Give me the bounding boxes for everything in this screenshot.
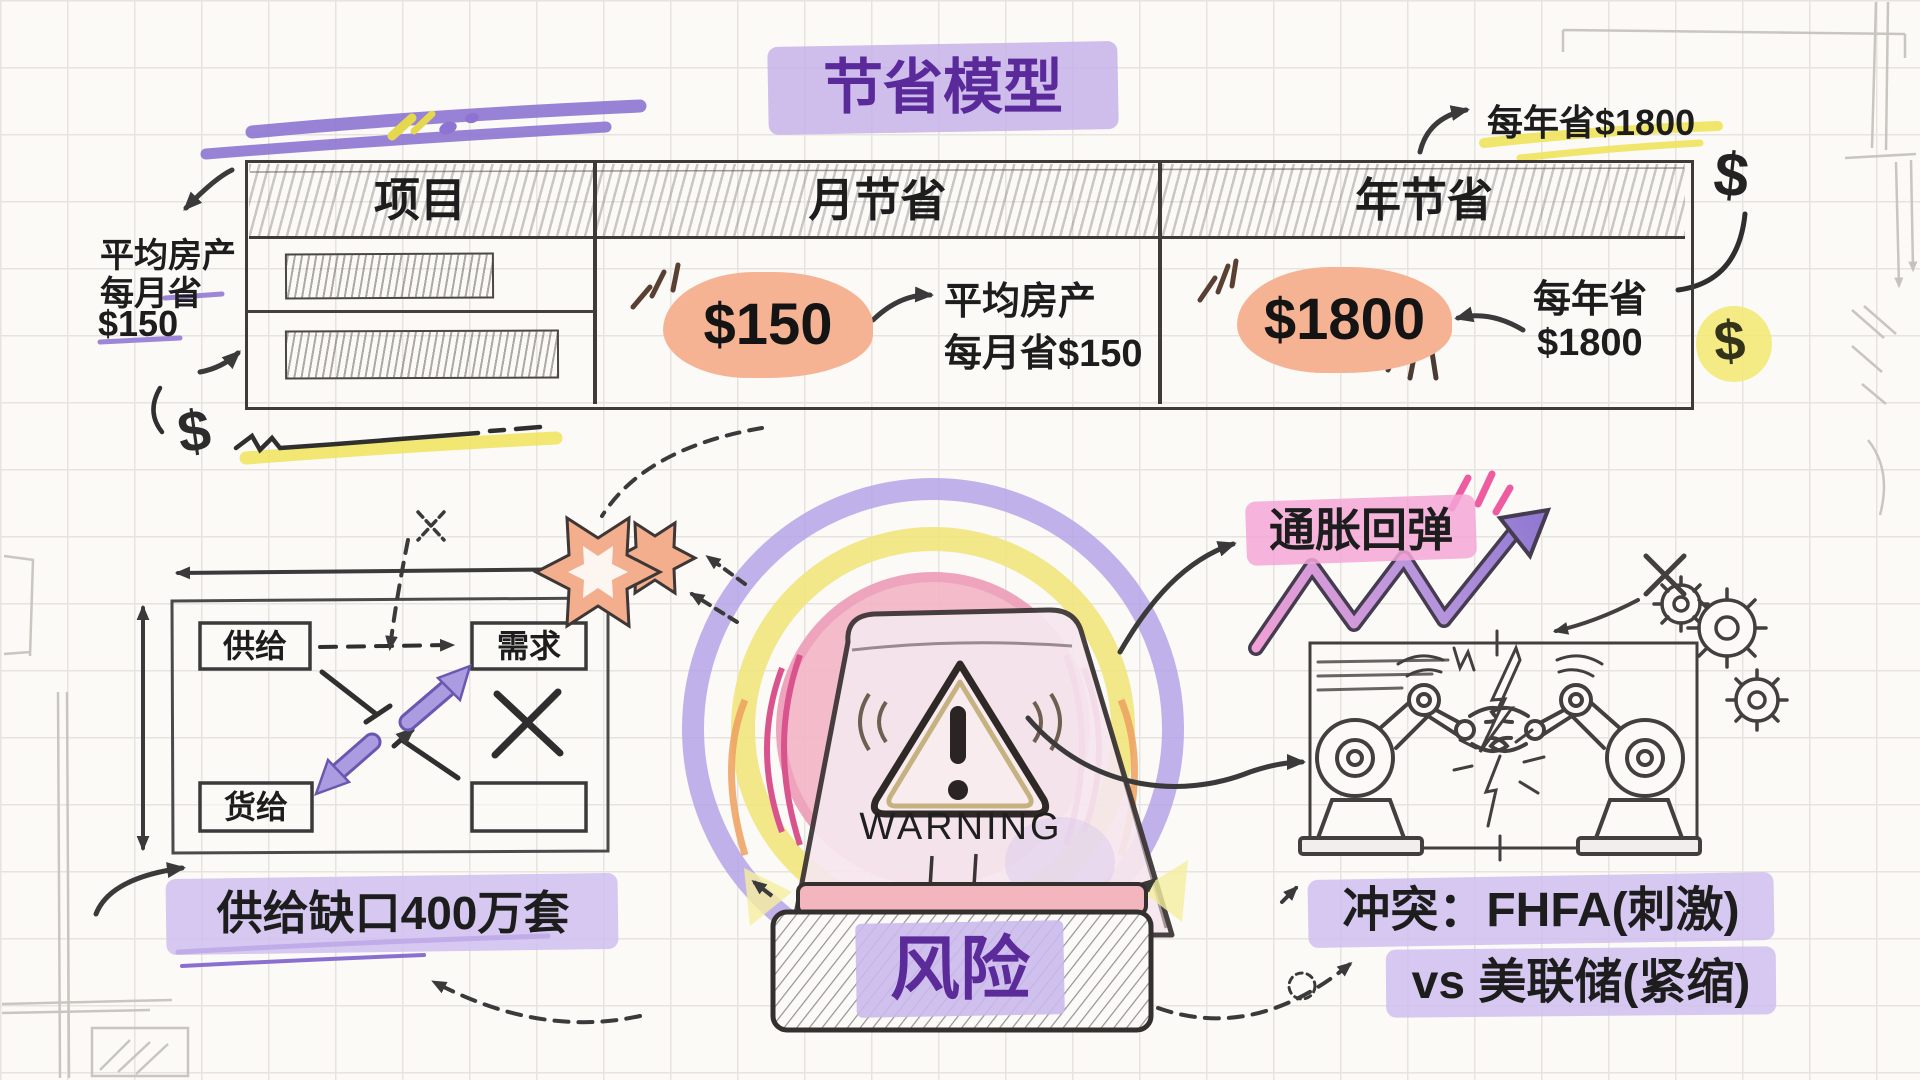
- demand-box-label: 需求: [496, 628, 561, 664]
- money-box: [198, 781, 314, 833]
- monthly-cell-sketch: [630, 262, 934, 323]
- demand-box: [470, 621, 588, 671]
- col-header-item: 项目: [374, 174, 466, 226]
- table-sketch-lines: [249, 167, 1685, 173]
- supply-demand-diagram: [93, 510, 699, 968]
- placeholder-bar: [284, 252, 495, 300]
- dollar-doodles: [151, 211, 1772, 435]
- inflation-label: 通胀回弹: [1269, 504, 1453, 556]
- supply-to-demand-arrow: [318, 638, 456, 652]
- robot-arm-left: [1298, 654, 1510, 856]
- column-separator: [1158, 160, 1162, 404]
- gripper-right: [1489, 705, 1530, 724]
- col-header-annual: 年节省: [1355, 174, 1493, 226]
- top-right-note: 每年省$1800: [1487, 102, 1696, 143]
- robot-arms-panel: [1298, 553, 1789, 862]
- siren-dome: [789, 607, 1175, 938]
- left-note-line1: 平均房产: [100, 237, 236, 275]
- money-box-label: 货给: [223, 789, 288, 825]
- supply-box-label: 供给: [222, 628, 287, 664]
- warning-triangle-icon: [858, 660, 1062, 818]
- clash-lightning: [1452, 643, 1546, 828]
- annual-note-line1: 每年省: [1533, 279, 1648, 321]
- zigzag-trend-arrow: [1248, 507, 1552, 656]
- annual-value-highlight: [1237, 267, 1452, 373]
- gears-icon: [1652, 575, 1789, 732]
- supply-gap-caption: 供给缺口400万套: [216, 887, 570, 939]
- small-x-mark: [416, 510, 446, 542]
- annual-value: $1800: [1263, 287, 1426, 352]
- page-title: 节省模型: [823, 54, 1063, 121]
- col-header-monthly: 月节省: [808, 174, 947, 226]
- top-right-note-sketch: [1417, 105, 1723, 162]
- purple-arrow-up-right: [398, 663, 472, 732]
- annual-note-line2: $1800: [1537, 322, 1643, 364]
- supply-box: [198, 621, 312, 671]
- explosion-burst: [532, 515, 699, 629]
- row-separator: [247, 310, 594, 313]
- left-note-line2: 每月省: [100, 275, 202, 313]
- dollar-icon: $: [1710, 139, 1752, 212]
- robot-arm-right: [1488, 654, 1702, 856]
- left-note-line3: $150: [98, 303, 179, 344]
- conflict-line1: 冲突：FHFA(刺激): [1342, 884, 1740, 937]
- column-separator: [593, 160, 597, 404]
- purple-arrow-down-left: [313, 732, 382, 797]
- left-note-arrows: [97, 167, 241, 375]
- empty-box: [470, 781, 588, 833]
- monthly-value-highlight: [663, 272, 873, 378]
- monthly-value: $150: [703, 292, 833, 357]
- siren-dashed-arrows: [431, 426, 1353, 1025]
- big-x-mark: [491, 688, 564, 759]
- placeholder-bar: [284, 329, 560, 380]
- width-measure-arrow: [174, 562, 608, 580]
- inflation-sketch: [1025, 470, 1552, 789]
- savings-table-header: [249, 164, 1685, 239]
- risk-label: 风险: [890, 930, 1030, 1008]
- warning-label: WARNING: [859, 806, 1063, 848]
- x-mark-above-panel: [1643, 553, 1687, 597]
- monthly-note-line2: 每月省$150: [944, 333, 1143, 375]
- savings-table: [245, 160, 1694, 410]
- squiggle-under-table: [233, 424, 563, 465]
- marker-strokes-top-left: [200, 99, 647, 160]
- monthly-note-line1: 平均房产: [944, 281, 1097, 323]
- dollar-icon-yellow: $: [1711, 307, 1748, 374]
- conflict-line2: vs 美联储(紧缩): [1411, 956, 1751, 1009]
